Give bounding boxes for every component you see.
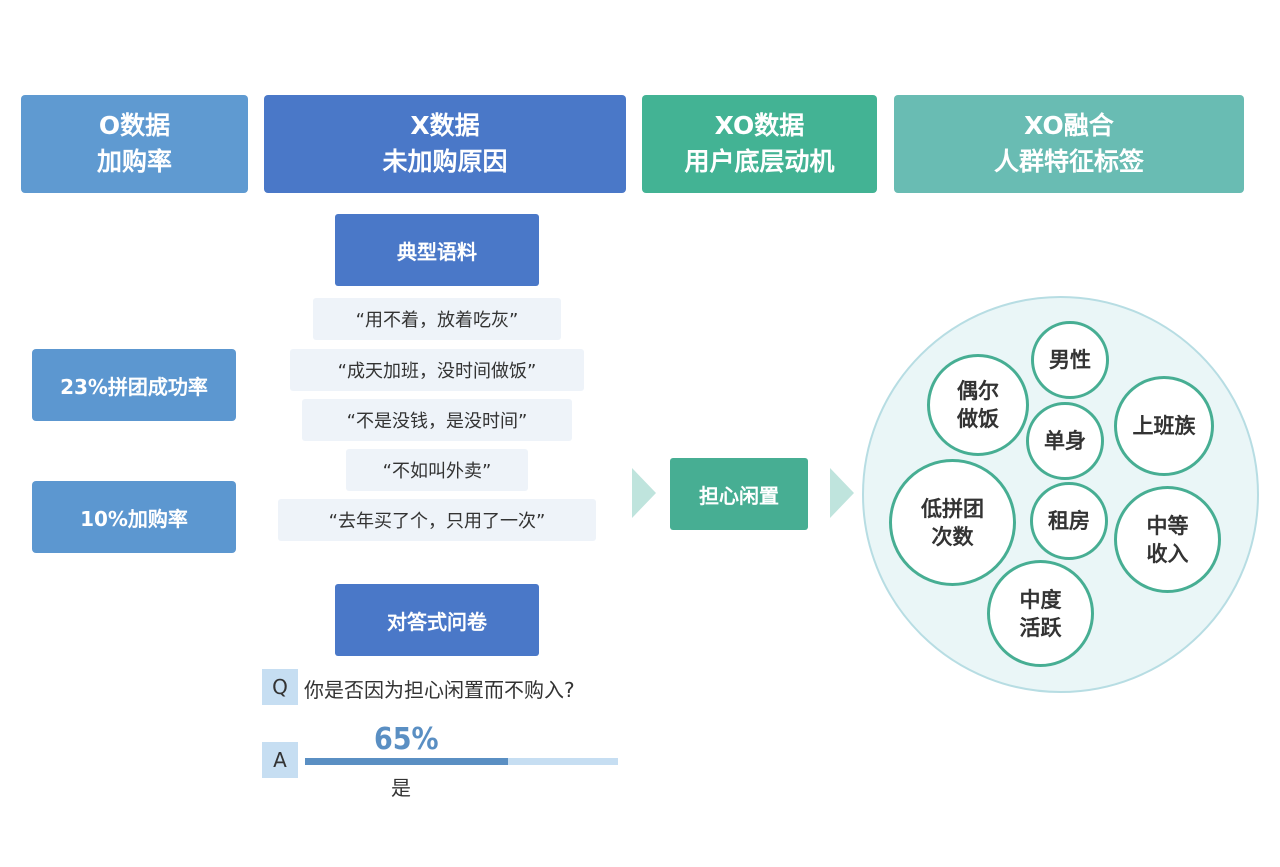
tag-line: 偶尔 (957, 379, 999, 403)
tag-line: 收入 (1146, 541, 1189, 566)
header-xo-data-line2: 用户底层动机 (684, 147, 835, 176)
header-xo-data: XO数据 用户底层动机 (642, 95, 877, 193)
answer-bar-track (305, 758, 618, 765)
arrow-right-icon (632, 468, 656, 518)
quote-item: “成天加班，没时间做饭” (290, 349, 584, 391)
header-xo-fusion-line2: 人群特征标签 (993, 147, 1144, 176)
tag-single: 单身 (1026, 402, 1104, 480)
quote-item: “去年买了个，只用了一次” (278, 499, 596, 541)
header-x-data-line2: 未加购原因 (382, 147, 508, 176)
tag-line: 单身 (1044, 429, 1086, 453)
quote-item: “用不着，放着吃灰” (313, 298, 561, 340)
corpus-title: 典型语料 (335, 214, 539, 286)
header-x-data: X数据 未加购原因 (264, 95, 626, 193)
tag-occasional-cooking: 偶尔 做饭 (927, 354, 1029, 456)
tag-low-group-buy: 低拼团 次数 (889, 459, 1016, 586)
question-label: Q (262, 669, 298, 705)
tag-line: 租房 (1048, 509, 1090, 533)
tag-middle-income: 中等 收入 (1114, 486, 1221, 593)
tag-line: 上班族 (1132, 414, 1196, 438)
header-o-data: O数据 加购率 (21, 95, 248, 193)
stat-add-to-cart-rate: 10%加购率 (32, 481, 236, 553)
quote-item: “不如叫外卖” (346, 449, 528, 491)
tag-line: 低拼团 (921, 496, 984, 521)
tag-line: 次数 (931, 524, 974, 549)
answer-bar-fill (305, 758, 509, 765)
tag-male: 男性 (1031, 321, 1109, 399)
stat-group-success-rate: 23%拼团成功率 (32, 349, 236, 421)
tag-office-worker: 上班族 (1114, 376, 1214, 476)
survey-title: 对答式问卷 (335, 584, 539, 656)
header-xo-data-line1: XO数据 (714, 111, 805, 140)
arrow-right-icon (830, 468, 854, 518)
tag-line: 活跃 (1019, 615, 1062, 640)
header-x-data-line1: X数据 (410, 111, 480, 140)
tag-line: 中等 (1146, 513, 1189, 538)
survey-question: 你是否因为担心闲置而不购入? (304, 678, 575, 702)
tag-moderately-active: 中度 活跃 (987, 560, 1094, 667)
answer-text: 是 (391, 776, 411, 800)
quote-item: “不是没钱，是没时间” (302, 399, 572, 441)
header-o-data-line1: O数据 (98, 111, 171, 140)
answer-label: A (262, 742, 298, 778)
header-xo-fusion: XO融合 人群特征标签 (894, 95, 1244, 193)
header-xo-fusion-line1: XO融合 (1024, 111, 1114, 140)
answer-percent: 65% (374, 722, 439, 757)
tag-renting: 租房 (1030, 482, 1108, 560)
header-o-data-line2: 加购率 (96, 147, 172, 176)
tag-line: 做饭 (957, 407, 999, 431)
tag-line: 中度 (1019, 587, 1062, 612)
motive-box: 担心闲置 (670, 458, 808, 530)
tag-line: 男性 (1049, 348, 1091, 372)
